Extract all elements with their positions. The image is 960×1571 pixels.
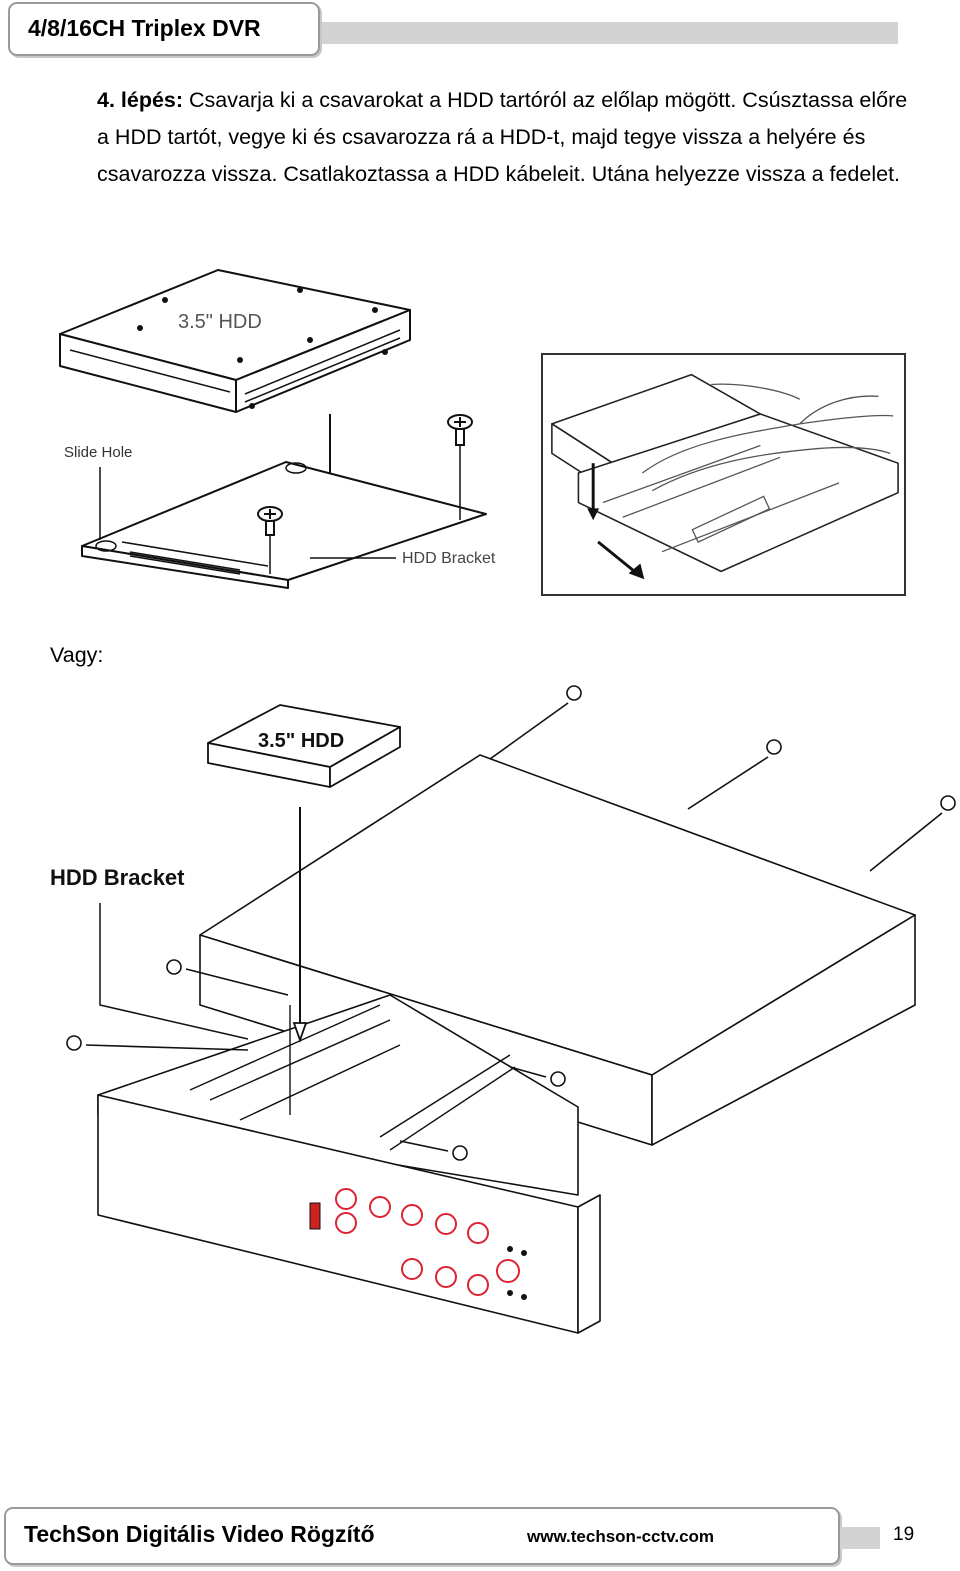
footer-tab <box>4 1507 840 1565</box>
footer-bar <box>840 1527 880 1549</box>
header-bar <box>322 22 898 44</box>
page-number: 19 <box>893 1524 915 1545</box>
hdd-removal-sketch <box>541 353 906 596</box>
hdd-label-large: 3.5" HDD <box>258 730 344 752</box>
or-label: Vagy: <box>50 643 104 667</box>
hdd-bracket-label-large: HDD Bracket <box>50 865 185 890</box>
step-label: 4. lépés: <box>97 88 184 112</box>
hdd-bracket-label-small: HDD Bracket <box>402 550 496 567</box>
instruction-text: Csavarja ki a csavarokat a HDD tartóról … <box>97 88 908 186</box>
instruction-paragraph: 4. lépés: Csavarja ki a csavarokat a HDD… <box>97 82 917 193</box>
hdd-bracket-diagram: 3.5" HDD Slide Hole HDD Bracket <box>59 269 496 589</box>
footer-brand: TechSon Digitális Video Rögzítő <box>24 1521 375 1547</box>
header-tab <box>8 2 320 56</box>
header-title: 4/8/16CH Triplex DVR <box>28 15 261 41</box>
hdd-label-small: 3.5" HDD <box>178 311 262 333</box>
footer-url[interactable]: www.techson-cctv.com <box>527 1527 715 1546</box>
dvr-chassis-diagram: 3.5" HDD HDD Bracket <box>50 685 956 1334</box>
slide-hole-label: Slide Hole <box>64 444 132 461</box>
